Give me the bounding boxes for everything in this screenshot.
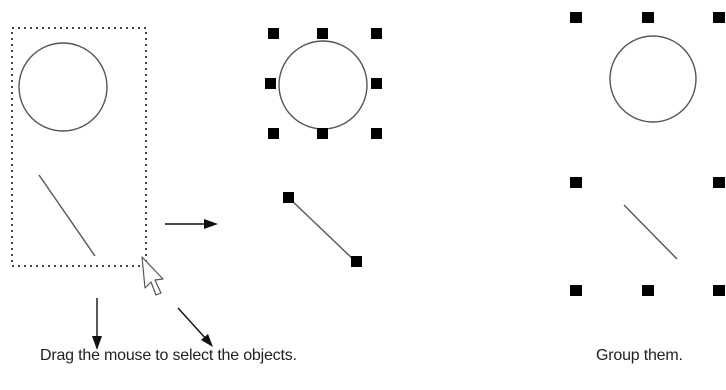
square-handle-icon: [713, 285, 725, 296]
selection-marquee: [11, 27, 147, 267]
caption-group-them: Group them.: [596, 347, 683, 364]
square-handle-icon: [317, 128, 328, 139]
line-selection-handles: [283, 192, 362, 267]
caption-drag-select: Drag the mouse to select the objects.: [40, 347, 297, 364]
square-handle-icon: [713, 177, 725, 188]
grouped-line-object: [623, 204, 678, 260]
square-handle-icon: [371, 28, 382, 39]
square-handle-icon: [371, 78, 382, 89]
right-arrow: [165, 219, 218, 229]
square-handle-icon: [713, 12, 725, 23]
selected-line-object: [288, 197, 357, 263]
down-arrow: [92, 298, 102, 350]
panel-drag-select: [11, 27, 213, 350]
square-handle-icon: [268, 128, 279, 139]
circle-selection-handles: [265, 28, 382, 139]
line-object: [38, 174, 96, 257]
panel-grouped: [570, 12, 725, 296]
diagonal-drag-arrow: [177, 307, 213, 347]
square-handle-icon: [351, 256, 362, 267]
square-handle-icon: [642, 285, 654, 296]
square-handle-icon: [268, 28, 279, 39]
square-handle-icon: [283, 192, 294, 203]
square-handle-icon: [317, 28, 328, 39]
grouped-circle-object: [609, 35, 697, 123]
square-handle-icon: [371, 128, 382, 139]
selected-circle-object: [278, 40, 368, 130]
square-handle-icon: [265, 78, 276, 89]
group-selection-handles: [570, 12, 725, 296]
mouse-pointer-arrow-icon: [141, 256, 164, 296]
square-handle-icon: [570, 177, 582, 188]
square-handle-icon: [570, 12, 582, 23]
square-handle-icon: [642, 12, 654, 23]
panel-objects-selected: [265, 28, 382, 267]
square-handle-icon: [570, 285, 582, 296]
circle-object: [18, 42, 108, 132]
